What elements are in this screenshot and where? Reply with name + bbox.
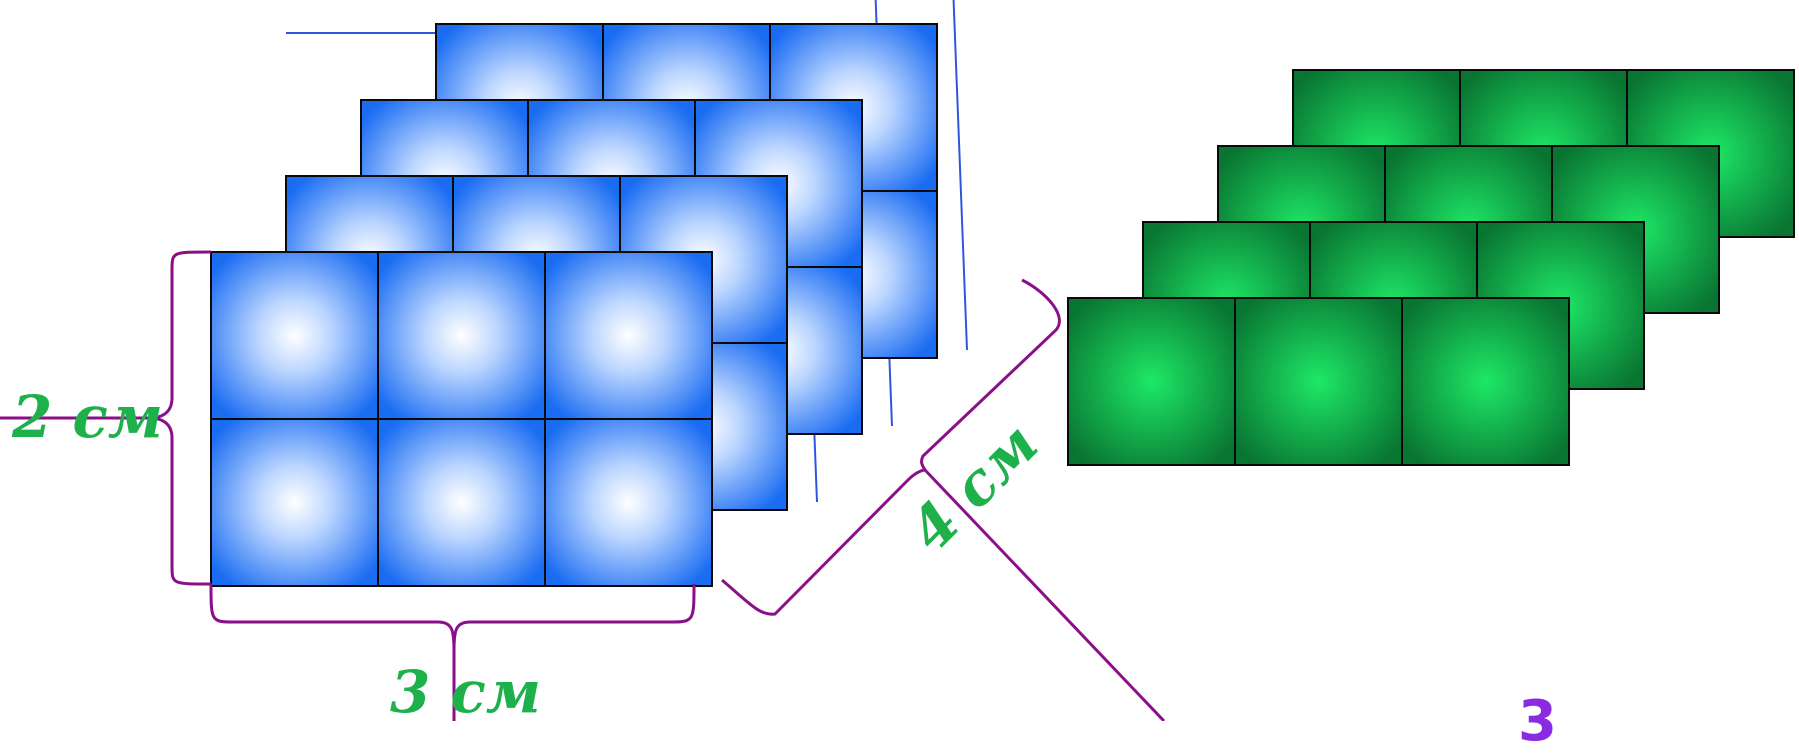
blue-layer-cell	[377, 418, 546, 587]
blue-layer-cell	[210, 251, 379, 420]
green-layer-cell	[1234, 297, 1403, 466]
corner-mark: 3	[1518, 689, 1557, 754]
guide-line	[952, 0, 968, 351]
width-brace	[209, 583, 696, 651]
width-label: 3 см	[390, 658, 542, 726]
blue-layer-cell	[544, 418, 713, 587]
blue-layer	[210, 251, 713, 587]
green-layer-stack	[1067, 69, 1795, 466]
blue-layer-cell	[377, 251, 546, 420]
height-label: 2 см	[12, 383, 164, 451]
depth-brace-tick	[923, 468, 1166, 721]
green-layer	[1067, 297, 1570, 466]
green-layer-cell	[1067, 297, 1236, 466]
green-layer-cell	[1401, 297, 1570, 466]
cube-diagram	[0, 0, 1795, 721]
blue-layer-stack	[210, 23, 938, 587]
blue-layer-cell	[544, 251, 713, 420]
blue-layer-cell	[210, 418, 379, 587]
